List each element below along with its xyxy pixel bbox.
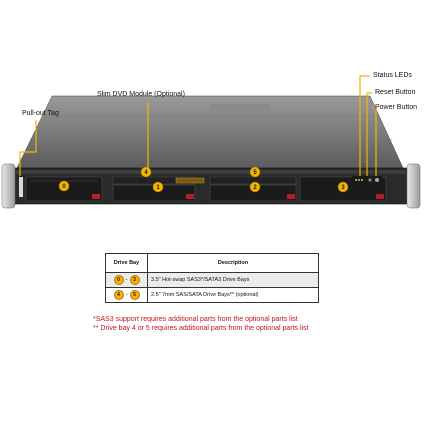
table-cell-bay-range: 0-3	[105, 272, 148, 288]
bay-badge-5: 5	[249, 166, 261, 178]
bay-range-start-badge: 4	[113, 290, 124, 300]
drive-bay-table: Drive Bay Description 0-3 3.5" Hot-swap …	[105, 253, 319, 303]
table-row: 0-3 3.5" Hot-swap SAS3*/SATA3 Drive Bays	[105, 272, 319, 288]
table-header-description: Description	[147, 253, 319, 273]
bay-badge-4-label: 4	[144, 170, 148, 176]
callout-reset-button: Reset Button	[375, 89, 416, 96]
callout-line-status-leds	[359, 75, 370, 176]
rack-ear-right	[406, 163, 421, 209]
bay-range-start-badge: 0	[113, 275, 124, 285]
chassis-front-bezel	[16, 170, 406, 174]
callout-pull-out-tag: Pull-out Tag	[22, 110, 59, 117]
table-cell-description: 3.5" Hot-swap SAS3*/SATA3 Drive Bays	[147, 272, 319, 288]
bay-badge-3: 3	[337, 181, 349, 193]
pull-out-tag[interactable]	[19, 177, 23, 197]
bay-badge-1-label: 1	[156, 185, 160, 191]
table-cell-bay-range: 4-5	[105, 287, 148, 303]
bay-badge-1: 1	[152, 181, 164, 193]
table-cell-description: 2.5" 7mm SAS/SATA Drive Bays** (optional…	[147, 287, 319, 303]
bay-range-end-badge: 5	[129, 290, 140, 300]
bay-range-end-badge: 3	[129, 275, 140, 285]
bay-badge-0-label: 0	[62, 184, 66, 190]
bay-range-separator: -	[125, 292, 128, 298]
table-row: 4-5 2.5" 7mm SAS/SATA Drive Bays** (opti…	[105, 287, 319, 303]
bay-range-separator: -	[125, 277, 128, 283]
reset-button[interactable]	[368, 178, 372, 182]
callout-line-power-button	[372, 107, 377, 176]
bay-badge-0: 0	[58, 180, 70, 192]
status-led	[355, 179, 357, 181]
drive-bay-1[interactable]	[112, 184, 196, 202]
callout-slim-dvd-module: Slim DVD Module (Optional)	[97, 91, 185, 98]
status-led	[358, 179, 360, 181]
bay-badge-4: 4	[140, 166, 152, 178]
rack-ear-left	[1, 163, 16, 209]
table-header-drive-bay: Drive Bay	[105, 253, 148, 273]
control-panel	[352, 176, 382, 184]
bay-badge-2: 2	[249, 181, 261, 193]
bay-badge-2-label: 2	[253, 185, 257, 191]
table-header-row: Drive Bay Description	[105, 253, 319, 273]
callout-line-reset-button	[366, 92, 372, 176]
callout-power-button: Power Button	[375, 104, 418, 111]
power-button[interactable]	[375, 178, 379, 182]
callout-line-pull-out-tag	[19, 120, 37, 176]
footnote-drive-bay: ** Drive bay 4 or 5 requires additional …	[93, 325, 309, 332]
footnote-sas3: *SAS3 support requires additional parts …	[93, 316, 298, 323]
slim-dvd-module[interactable]	[175, 177, 205, 184]
chassis-label-plate	[210, 104, 270, 110]
bay-badge-5-label: 5	[253, 170, 257, 176]
status-led	[361, 179, 363, 181]
bay-badge-3-label: 3	[341, 185, 345, 191]
callout-status-leds: Status LEDs	[373, 72, 412, 79]
